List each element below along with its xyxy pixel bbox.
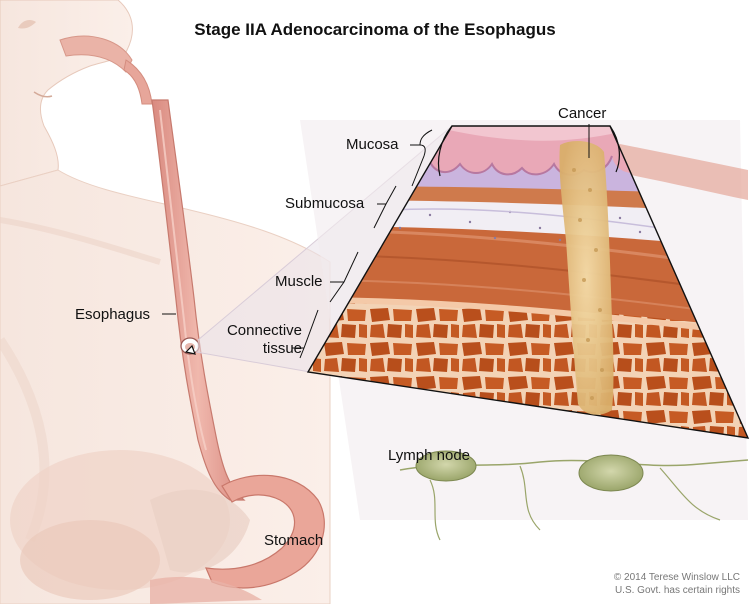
label-stomach: Stomach [264, 532, 324, 549]
copyright-line2: U.S. Govt. has certain rights [614, 585, 740, 596]
label-connective-line1: Connective [226, 322, 302, 339]
lymph-node-left [415, 450, 477, 482]
label-cancer: Cancer [558, 105, 607, 122]
label-lymph-node: Lymph node [388, 447, 471, 464]
label-connective-tissue: Connective tissue [212, 322, 302, 358]
label-esophagus: Esophagus [75, 306, 151, 323]
label-mucosa: Mucosa [346, 136, 399, 153]
diagram-title: Stage IIA Adenocarcinoma of the Esophagu… [194, 20, 556, 39]
lymph-node-right [578, 454, 644, 492]
label-submucosa: Submucosa [285, 195, 365, 212]
leader-lines [162, 124, 590, 359]
label-connective-line2: tissue [262, 340, 302, 357]
esophagus-tube [151, 99, 246, 501]
copyright-line1: © 2014 Terese Winslow LLC [613, 572, 740, 583]
label-muscle: Muscle [275, 273, 323, 290]
wedge-outline [306, 125, 750, 439]
stomach-organ [150, 474, 325, 604]
cancer-tumor [559, 140, 614, 415]
upper-airway [59, 35, 153, 105]
